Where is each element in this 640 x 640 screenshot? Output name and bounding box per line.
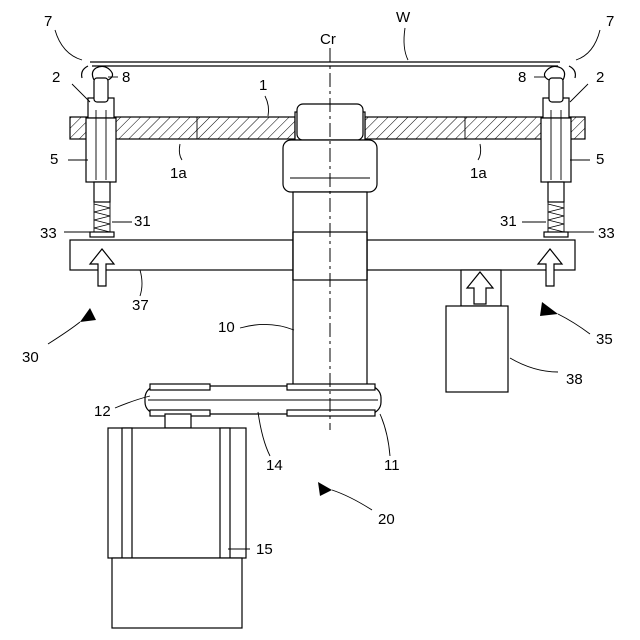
label-33-left: 33	[40, 225, 57, 242]
label-10: 10	[218, 319, 235, 336]
label-33-right: 33	[598, 225, 615, 242]
label-30: 30	[22, 349, 39, 366]
label-15: 15	[256, 541, 273, 558]
right-chuck-pin	[541, 66, 575, 237]
label-5-left: 5	[50, 151, 58, 168]
wafer	[90, 62, 560, 66]
label-8-right: 8	[518, 69, 526, 86]
motor-15	[108, 414, 246, 628]
label-35: 35	[596, 331, 613, 348]
label-11: 11	[384, 457, 400, 474]
label-1: 1	[259, 77, 267, 94]
left-chuck-pin	[82, 66, 116, 237]
belt-drive	[145, 384, 381, 416]
label-38: 38	[566, 371, 583, 388]
label-14: 14	[266, 457, 283, 474]
label-5-right: 5	[596, 151, 604, 168]
label-12: 12	[94, 403, 111, 420]
label-2-left: 2	[52, 69, 60, 86]
label-Cr: Cr	[320, 31, 336, 48]
label-W: W	[396, 9, 411, 26]
label-7-left: 7	[44, 13, 52, 30]
label-7-right: 7	[606, 13, 614, 30]
actuator-38	[446, 270, 508, 392]
label-1a-left: 1a	[170, 165, 187, 182]
label-37: 37	[132, 297, 149, 314]
label-31-right: 31	[500, 213, 517, 230]
label-31-left: 31	[134, 213, 151, 230]
label-20: 20	[378, 511, 395, 528]
label-8-left: 8	[122, 69, 130, 86]
label-2-right: 2	[596, 69, 604, 86]
label-1a-right: 1a	[470, 165, 487, 182]
